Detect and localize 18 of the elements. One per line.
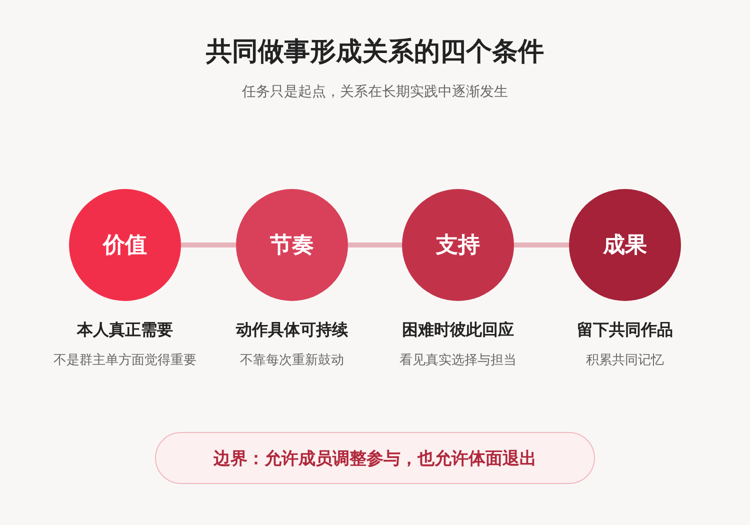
step-description: 看见真实选择与担当: [398, 352, 518, 369]
step-heading: 动作具体可持续: [234, 320, 349, 341]
step-circle: 价值: [69, 189, 181, 301]
subtitle: 任务只是起点，关系在长期实践中逐渐发生: [242, 83, 508, 101]
step-description: 不靠每次重新鼓动: [239, 352, 345, 369]
step-description: 积累共同记忆: [585, 352, 665, 369]
step-heading: 困难时彼此回应: [401, 320, 515, 341]
step-circle: 节奏: [236, 189, 348, 301]
step-circle: 支持: [402, 189, 514, 301]
connector-line: [181, 242, 236, 248]
connector-line: [348, 242, 402, 248]
connector-line: [514, 242, 569, 248]
step-description: 不是群主单方面觉得重要: [52, 352, 198, 369]
step-heading: 本人真正需要: [76, 320, 174, 341]
step-heading: 留下共同作品: [576, 320, 674, 341]
note-pill: 边界：允许成员调整参与，也允许体面退出: [155, 432, 595, 484]
title: 共同做事形成关系的四个条件: [206, 36, 544, 69]
step-circle: 成果: [569, 189, 681, 301]
